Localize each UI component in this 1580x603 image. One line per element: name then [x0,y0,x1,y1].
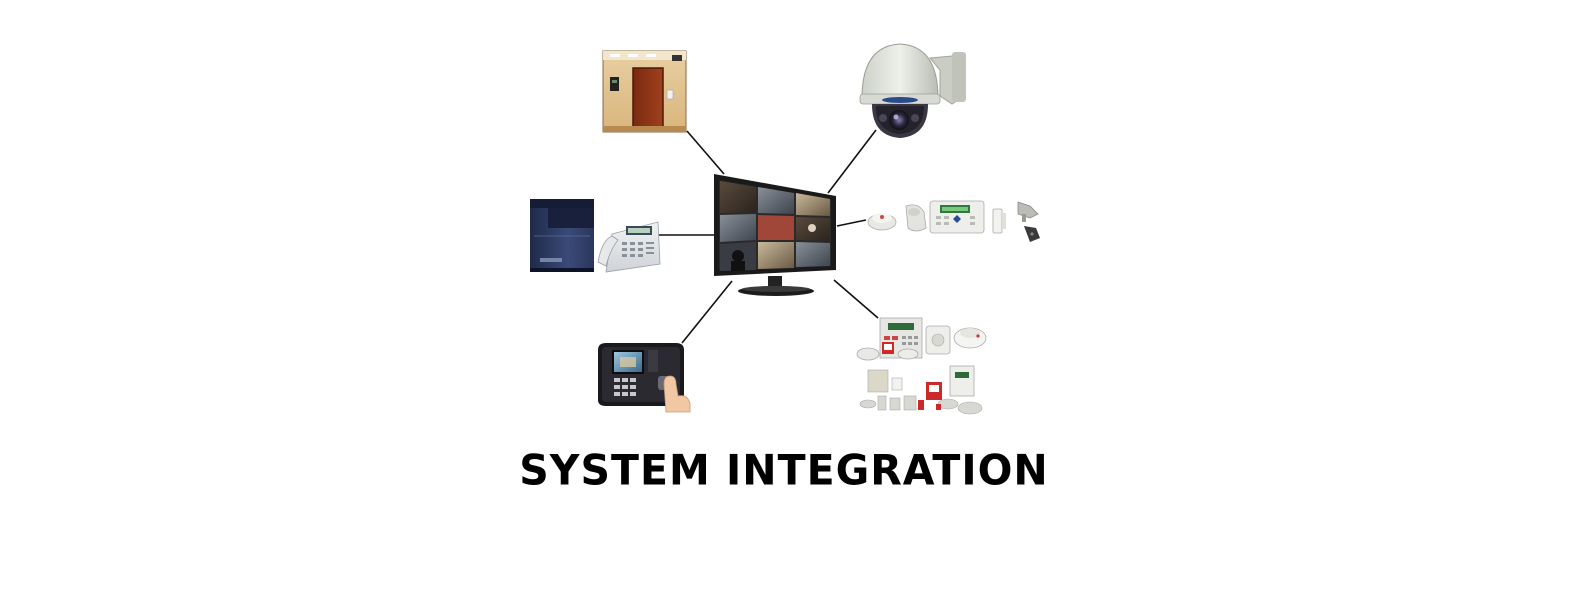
fire-alarm-devices-icon [856,317,987,415]
connector-lines [659,129,879,344]
connector-fire-alarm [833,279,879,319]
dome-camera-icon [859,43,966,138]
pbx-telephone-icon [530,199,661,273]
cctv-monitor-icon [714,174,836,296]
fingerprint-terminal-icon [598,343,691,413]
alarm-sensors-icon [867,200,1040,242]
diagram-title: SYSTEM INTEGRATION [519,445,1049,495]
access-control-door-icon [602,50,687,133]
connector-access-control [686,130,725,175]
connector-time-attendance [681,280,733,344]
connector-ptz-camera [827,129,877,194]
connector-intrusion-alarm [836,219,867,227]
